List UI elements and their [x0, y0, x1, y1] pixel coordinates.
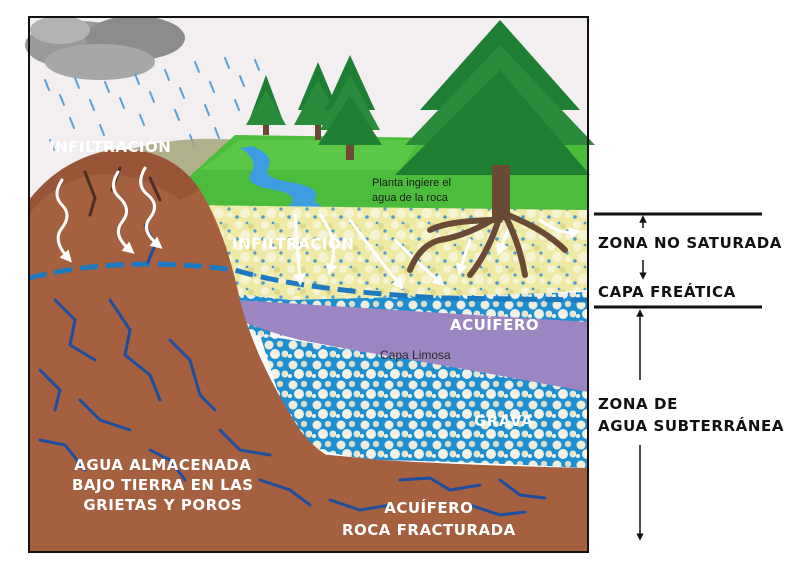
- water-table-line: [28, 261, 589, 303]
- stored-water-label: AGUA ALMACENADA BAJO TIERRA EN LAS GRIET…: [72, 455, 254, 515]
- infiltration-label-center: INFILTRACIÓN: [232, 235, 355, 253]
- gravel-layer: [260, 335, 588, 468]
- stored-water-line3: GRIETAS Y POROS: [83, 496, 243, 514]
- soil-hill: [29, 149, 380, 470]
- water-table-label: CAPA FREÁTICA: [598, 283, 736, 301]
- stored-water-line2: BAJO TIERRA EN LAS: [72, 476, 254, 494]
- aquifer-label: ACUÍFERO: [450, 316, 540, 334]
- unsaturated-zone: [180, 205, 588, 300]
- groundwater-zone-line2: AGUA SUBTERRÁNEA: [598, 417, 785, 435]
- zone-indicators: [594, 212, 762, 541]
- fractured-rock-line2: ROCA FRACTURADA: [342, 521, 516, 539]
- big-tree: [395, 20, 595, 278]
- groundwater-zone-line1: ZONA DE: [598, 395, 678, 413]
- bedrock: [29, 446, 588, 552]
- fractured-rock-label: ACUÍFERO ROCA FRACTURADA: [342, 497, 516, 541]
- diagram-frame: [28, 16, 589, 553]
- rock-cracks: [38, 223, 547, 517]
- silt-layer: [235, 300, 588, 392]
- rain-cloud: [25, 16, 185, 80]
- stored-water-line1: AGUA ALMACENADA: [74, 456, 252, 474]
- fractured-rock-line1: ACUÍFERO: [384, 499, 474, 517]
- pine-trees: [246, 55, 382, 160]
- gravel-label: GRAVA: [474, 412, 534, 430]
- plant-label-line1: Planta ingiere el: [372, 177, 451, 189]
- plant-label-line2: agua de la roca: [372, 192, 448, 204]
- infiltration-label-left: INFILTRACIÓN: [49, 138, 172, 156]
- river: [240, 146, 345, 214]
- infiltration-arrows: [55, 166, 581, 290]
- unsaturated-zone-label: ZONA NO SATURADA: [598, 234, 783, 252]
- groundwater-zone-label: ZONA DE AGUA SUBTERRÁNEA: [598, 393, 784, 437]
- rain: [44, 57, 260, 151]
- plant-label: Planta ingiere el agua de la roca: [372, 176, 451, 206]
- silt-layer-label: Capa Limosa: [380, 348, 451, 362]
